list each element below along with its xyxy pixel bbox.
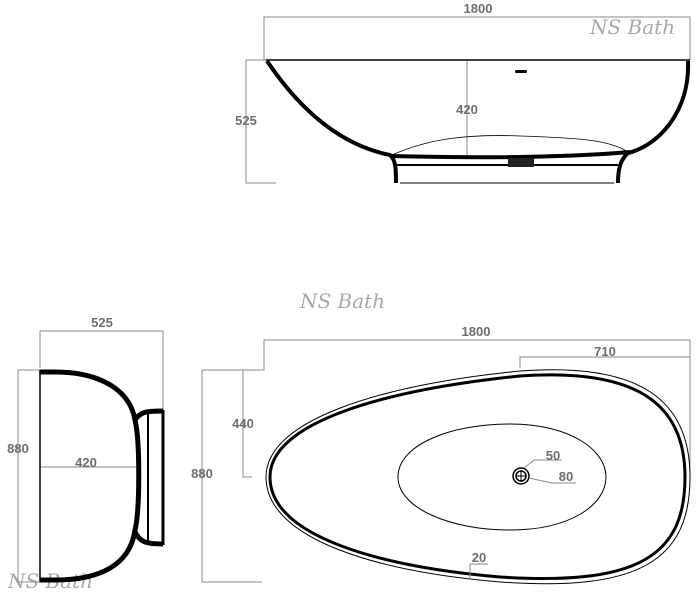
height-dimension-line: [245, 59, 276, 184]
end-elevation-view: 525 880 420: [7, 315, 165, 583]
end-height-dimension-line: [39, 330, 164, 410]
drain-outer-leader: [528, 477, 576, 484]
plan-view: 1800 710 440 880 50 80 20: [191, 324, 691, 585]
plan-length-label: 1800: [462, 324, 491, 339]
side-height-label: 525: [235, 113, 257, 128]
side-elevation-view: 1800 525 420: [235, 1, 691, 184]
length-dimension-line: [263, 16, 691, 60]
half-width-dimension-line: [242, 369, 252, 478]
rim-thickness-label: 20: [472, 550, 486, 565]
end-plinth: [147, 410, 164, 545]
inner-floor-contour: [391, 135, 629, 156]
end-width-dimension-line: [17, 369, 40, 583]
end-height-label: 525: [91, 315, 113, 330]
watermark-middle: NS Bath: [299, 289, 385, 313]
side-length-label: 1800: [464, 1, 493, 16]
drain-offset-dimension-line: [519, 356, 690, 368]
side-depth-label: 420: [456, 102, 478, 117]
inner-rim: [268, 373, 687, 581]
left-shell: [265, 59, 398, 184]
watermark-top: NS Bath: [589, 15, 675, 39]
drain-fitting: [508, 158, 534, 167]
drain-outer-label: 80: [559, 469, 573, 484]
rim-leader: [469, 563, 488, 578]
drain-icon: [512, 467, 530, 485]
end-width-label: 880: [7, 441, 29, 456]
basin-floor: [397, 423, 607, 531]
plan-width-label: 880: [191, 466, 213, 481]
drain-offset-label: 710: [594, 344, 616, 359]
drain-inner-label: 50: [546, 448, 560, 463]
plan-width-dimension-line: [201, 370, 262, 583]
end-depth-label: 420: [75, 455, 97, 470]
drain-inner-leader: [523, 459, 562, 469]
right-shell: [616, 60, 691, 184]
half-width-label: 440: [232, 416, 254, 431]
end-shell: [40, 369, 142, 583]
outer-rim: [265, 369, 691, 585]
overflow-slot: [515, 70, 527, 73]
bottom-shell: [389, 150, 631, 160]
